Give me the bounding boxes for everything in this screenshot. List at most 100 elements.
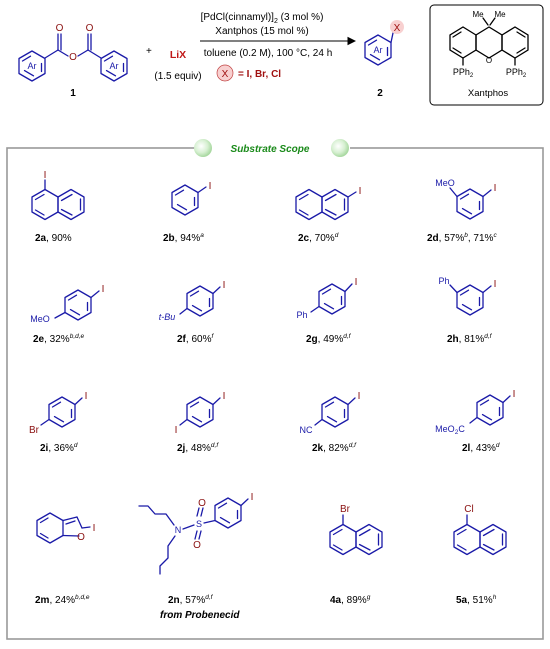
oxygen-label: O: [77, 532, 85, 543]
compound-label-4a: 4a, 89%g: [330, 594, 371, 606]
product-aryl-halide: Ar X 2: [364, 20, 404, 99]
svg-text:PPh2: PPh2: [453, 67, 474, 79]
structure-4a: Br: [329, 504, 383, 556]
structure-2e: I MeO: [30, 284, 104, 324]
aryl-label: Ar: [28, 61, 37, 71]
compound-number: 1: [70, 88, 76, 99]
iodine-label: I: [209, 181, 212, 192]
scope-panel: [6, 147, 544, 640]
iodine-label: I: [93, 523, 96, 534]
iodine-label: I: [223, 391, 226, 402]
halide-circle: [390, 20, 404, 34]
reactant-anhydride: Ar O O O Ar 1: [18, 23, 128, 99]
iodine-label: I: [44, 170, 47, 181]
compound-label-2d: 2d, 57%b, 71%c: [427, 232, 497, 244]
xantphos-ligand: Me Me O PPh2 PPh2 Xantphos: [429, 4, 544, 106]
methoxy-label: MeO: [30, 314, 50, 324]
iodine-label: I: [251, 492, 254, 503]
compound-label-2m: 2m, 24%b,d,e: [35, 594, 90, 606]
oxygen-label: O: [56, 23, 64, 34]
structure-2c: I: [295, 186, 361, 221]
svg-text:MeO2C: MeO2C: [435, 424, 465, 436]
compound-label-2e: 2e, 32%b,d,e: [33, 333, 85, 345]
aryl-label: Ar: [374, 45, 383, 55]
bubble-right: [331, 139, 349, 157]
bubble-left: [194, 139, 212, 157]
compound-label-2h: 2h, 81%d,f: [447, 333, 493, 345]
svg-text:PPh2: PPh2: [506, 67, 527, 79]
structure-2g: I Ph: [296, 277, 357, 320]
oxygen-label: O: [486, 56, 492, 65]
halide-definition: = I, Br, Cl: [238, 69, 281, 80]
structure-2h: Ph I: [438, 276, 497, 316]
structure-2a: I: [31, 170, 85, 221]
halide-symbol: X: [394, 23, 401, 34]
compound-label-2k: 2k, 82%d,f: [312, 442, 357, 454]
structure-2k: I NC: [300, 391, 361, 435]
methyl-label: Me: [472, 10, 484, 19]
probenecid-note: from Probenecid: [160, 610, 240, 621]
compound-label-2c: 2c, 70%d: [298, 232, 339, 244]
phenyl-label: Ph: [438, 276, 449, 286]
oxygen-label: O: [86, 23, 94, 34]
structure-2b: I: [171, 181, 212, 216]
iodine-label: I: [358, 391, 361, 402]
structure-2l: I MeO2C: [435, 389, 515, 436]
bromine-label: Br: [29, 425, 40, 436]
methoxy-label: MeO: [435, 178, 455, 188]
compound-number: 2: [377, 88, 383, 99]
ligand-name: Xantphos: [468, 88, 508, 99]
iodine-label: I: [513, 389, 516, 400]
phosphine-label: PPh: [506, 67, 523, 77]
halide-symbol: X: [222, 69, 229, 80]
solvent-temp-time: toluene (0.2 M), 100 °C, 24 h: [204, 48, 333, 59]
compound-label-2j: 2j, 48%d,f: [177, 442, 219, 454]
phosphine-label: PPh: [453, 67, 470, 77]
catalyst-text: [PdCl(cinnamyl)]: [201, 12, 275, 23]
structure-2j: I I: [175, 391, 226, 436]
phenyl-label: Ph: [296, 310, 307, 320]
structure-2m: O I: [36, 512, 96, 544]
structure-2i: I Br: [29, 391, 87, 436]
ligand-loading: Xantphos (15 mol %): [215, 26, 308, 37]
methyl-label: Me: [494, 10, 506, 19]
compound-label-2f: 2f, 60%f: [177, 333, 214, 345]
scope-title: Substrate Scope: [231, 144, 310, 155]
lithium-halide: LiX: [170, 49, 186, 61]
iodine-label: I: [175, 425, 178, 436]
compound-label-2i: 2i, 36%d: [40, 442, 78, 454]
iodine-label: I: [102, 284, 105, 295]
reaction-conditions: [PdCl(cinnamyl)]2 (3 mol %) Xantphos (15…: [200, 12, 357, 82]
cyano-label: NC: [300, 425, 313, 435]
oxygen-label: O: [69, 52, 77, 63]
svg-text:[PdCl(cinnamyl)]2 (3 mol %): [PdCl(cinnamyl)]2 (3 mol %): [201, 12, 324, 25]
structure-2d: MeO I: [435, 178, 497, 220]
structure-2n: I S O O N: [138, 492, 254, 575]
iodine-label: I: [494, 279, 497, 290]
plus-sign: +: [146, 46, 152, 57]
reagent-equiv: (1.5 equiv): [154, 71, 201, 82]
compound-label-2n: 2n, 57%d,f: [168, 594, 214, 606]
compound-label-2b: 2b, 94%a: [163, 232, 204, 244]
iodine-label: I: [85, 391, 88, 402]
halide-circle: [216, 64, 234, 82]
iodine-label: I: [494, 183, 497, 194]
chlorine-label: Cl: [464, 504, 473, 515]
structure-5a: Cl: [453, 504, 507, 556]
structure-2f: I t-Bu: [159, 280, 226, 322]
oxygen-label: O: [193, 540, 201, 551]
compound-label-5a: 5a, 51%h: [456, 594, 497, 606]
iodine-label: I: [355, 277, 358, 288]
aryl-label: Ar: [110, 61, 119, 71]
bromine-label: Br: [340, 504, 351, 515]
compound-label-2l: 2l, 43%d: [462, 442, 500, 454]
compound-label-2a: 2a, 90%: [35, 233, 72, 244]
iodine-label: I: [223, 280, 226, 291]
oxygen-label: O: [198, 498, 206, 509]
ester-label: MeO: [435, 424, 455, 434]
tert-butyl-label: t-Bu: [159, 312, 176, 322]
compound-label-2g: 2g, 49%d,f: [306, 333, 352, 345]
nitrogen-label: N: [175, 525, 182, 535]
sulfur-label: S: [196, 519, 202, 529]
